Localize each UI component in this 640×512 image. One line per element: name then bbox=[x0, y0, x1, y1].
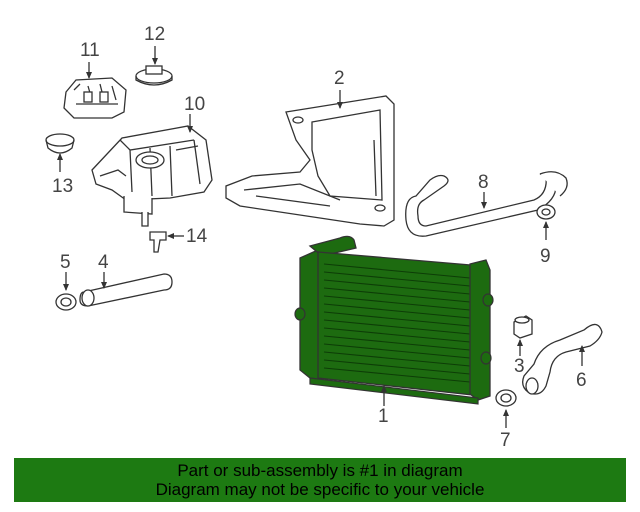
callout-5: 5 bbox=[60, 252, 71, 291]
part-6-hose[interactable] bbox=[522, 323, 603, 395]
banner-line-disclaimer: Diagram may not be specific to your vehi… bbox=[155, 480, 485, 499]
svg-text:2: 2 bbox=[334, 68, 345, 89]
part-7-clamp[interactable] bbox=[495, 389, 517, 407]
part-10-reservoir[interactable] bbox=[91, 125, 213, 227]
part-5-clamp[interactable] bbox=[55, 293, 77, 311]
part-8-hose[interactable] bbox=[405, 171, 568, 237]
part-11-cover[interactable] bbox=[63, 77, 127, 119]
svg-text:11: 11 bbox=[80, 40, 100, 61]
callout-4: 4 bbox=[98, 252, 109, 289]
callout-12: 12 bbox=[144, 24, 165, 65]
svg-text:6: 6 bbox=[576, 370, 587, 391]
svg-text:8: 8 bbox=[478, 172, 489, 193]
callout-2: 2 bbox=[334, 68, 345, 109]
part-13-cap[interactable] bbox=[45, 133, 75, 154]
svg-text:14: 14 bbox=[186, 226, 208, 247]
vehicle-fit-banner: Part or sub-assembly is #1 in diagram Di… bbox=[14, 458, 626, 502]
parts-diagram: 11 12 10 13 14 bbox=[45, 24, 603, 451]
banner-line-part: Part or sub-assembly is #1 in diagram bbox=[177, 461, 463, 480]
callout-10: 10 bbox=[184, 94, 205, 133]
svg-text:1: 1 bbox=[378, 406, 389, 427]
callout-6: 6 bbox=[576, 345, 587, 391]
svg-text:13: 13 bbox=[52, 176, 73, 197]
callout-7: 7 bbox=[500, 409, 511, 451]
svg-text:9: 9 bbox=[540, 246, 551, 267]
svg-text:12: 12 bbox=[144, 24, 165, 45]
svg-text:10: 10 bbox=[184, 94, 205, 115]
part-2-bracket[interactable] bbox=[225, 95, 395, 227]
part-4-hose[interactable] bbox=[79, 273, 173, 307]
svg-text:3: 3 bbox=[514, 356, 525, 377]
svg-text:4: 4 bbox=[98, 252, 109, 273]
svg-text:5: 5 bbox=[60, 252, 71, 273]
callout-8: 8 bbox=[478, 172, 489, 209]
callout-9: 9 bbox=[540, 221, 551, 267]
svg-text:7: 7 bbox=[500, 430, 511, 451]
callout-11: 11 bbox=[80, 40, 100, 79]
part-3-grommet[interactable] bbox=[513, 315, 533, 339]
part-1-radiator[interactable] bbox=[294, 235, 494, 405]
callout-1: 1 bbox=[378, 385, 389, 427]
part-9-clamp[interactable] bbox=[536, 204, 556, 220]
callout-14: 14 bbox=[167, 226, 208, 247]
part-14-sensor[interactable] bbox=[149, 231, 167, 253]
part-12-cap[interactable] bbox=[135, 65, 173, 86]
callout-13: 13 bbox=[52, 153, 73, 197]
callout-3: 3 bbox=[514, 339, 525, 377]
